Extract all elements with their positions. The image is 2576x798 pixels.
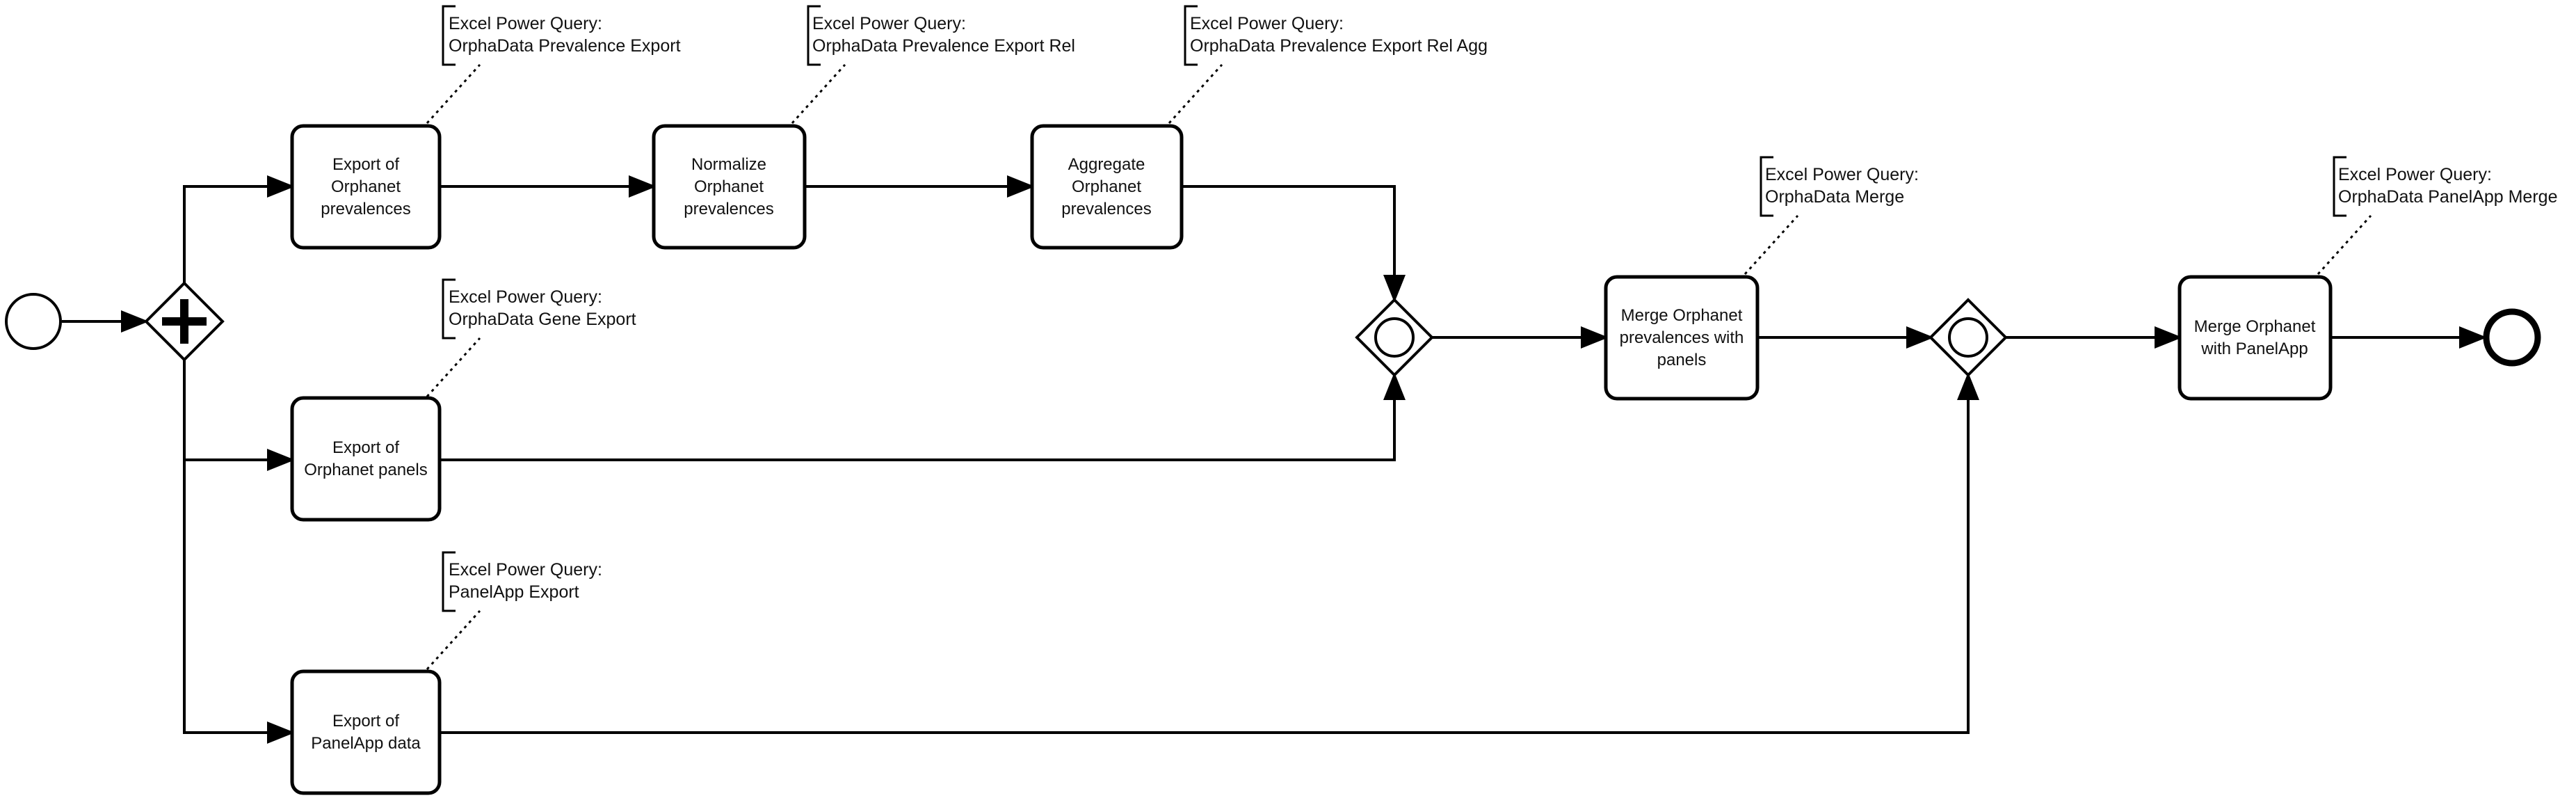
start-event[interactable]: [5, 293, 62, 350]
task-label-line: Orphanet panels: [304, 461, 427, 479]
text-annotation: Excel Power Query: OrphaData Merge: [1760, 156, 1919, 217]
text-annotation: Excel Power Query: OrphaData Prevalence …: [807, 5, 1075, 66]
annotation-bracket: [807, 5, 821, 66]
plus-icon: [162, 299, 207, 344]
task-label-line: Normalize: [691, 155, 766, 174]
text-annotation: Excel Power Query: OrphaData Gene Export: [442, 278, 636, 340]
inclusive-gateway-join-2[interactable]: [1929, 298, 2008, 377]
text-annotation: Excel Power Query: OrphaData Prevalence …: [442, 5, 681, 66]
sequence-flows: [62, 175, 2487, 744]
inclusive-gateway-join[interactable]: [1355, 298, 1434, 377]
annotation-bracket: [1760, 156, 1773, 217]
end-event[interactable]: [2483, 308, 2541, 367]
association-a7: [2317, 214, 2372, 276]
annotation-bracket: [442, 551, 456, 612]
task-label-line: Orphanet: [331, 177, 401, 196]
gateway-diamond: [1355, 298, 1434, 377]
annotation-line: Excel Power Query:: [1190, 14, 1344, 33]
task-label-line: Aggregate: [1068, 155, 1145, 174]
task-box: [1604, 275, 1760, 401]
annotation-line: Excel Power Query:: [1765, 165, 1919, 184]
text-annotation: Excel Power Query: OrphaData Prevalence …: [1184, 5, 1488, 66]
gateway-diamond: [1929, 298, 2008, 377]
flow-panels-to-join[interactable]: [440, 372, 1406, 461]
text-annotation: Excel Power Query: OrphaData PanelApp Me…: [2333, 156, 2557, 217]
task-merge-orphanet-with-panelapp[interactable]: Merge Orphanet with PanelApp: [2177, 275, 2333, 401]
task-label-line: Export of: [332, 438, 399, 457]
association-a4: [426, 337, 481, 398]
annotation-line: OrphaData Merge: [1765, 187, 1904, 207]
annotation-bracket: [442, 5, 456, 66]
task-label-line: Merge Orphanet: [1621, 306, 1743, 325]
annotation-line: PanelApp Export: [449, 582, 579, 602]
task-label-line: Merge Orphanet: [2194, 317, 2316, 336]
task-label-line: with PanelApp: [2200, 340, 2308, 358]
parallel-gateway-split[interactable]: [144, 281, 225, 362]
annotation-bracket: [442, 278, 456, 340]
task-normalize-orphanet-prevalences[interactable]: Normalize Orphanet prevalences: [652, 124, 807, 250]
task-label-line: Export of: [332, 712, 399, 731]
flow-aggregate-to-join[interactable]: [1182, 185, 1406, 303]
task-aggregate-orphanet-prevalences[interactable]: Aggregate Orphanet prevalences: [1030, 124, 1184, 250]
task-label-line: prevalences: [684, 200, 773, 218]
task-box: [290, 669, 442, 795]
annotation-line: OrphaData Prevalence Export: [449, 36, 681, 56]
task-box: [290, 124, 442, 250]
annotation-bracket: [2333, 156, 2346, 217]
annotation-line: Excel Power Query:: [449, 287, 602, 307]
flow-split-to-export-prevalences[interactable]: [183, 175, 295, 283]
annotation-line: Excel Power Query:: [449, 14, 602, 33]
association-a5: [426, 609, 481, 671]
task-box: [1030, 124, 1184, 250]
association-a1: [426, 63, 481, 125]
task-label-line: Orphanet: [694, 177, 764, 196]
annotation-bracket: [1184, 5, 1198, 66]
circle-icon: [1374, 317, 1415, 358]
annotation-line: OrphaData Gene Export: [449, 310, 636, 329]
flow-split-to-export-panels[interactable]: [183, 360, 295, 471]
association-a3: [1168, 63, 1223, 125]
annotation-line: OrphaData PanelApp Merge: [2338, 187, 2557, 207]
annotation-line: Excel Power Query:: [2338, 165, 2492, 184]
text-annotation: Excel Power Query: PanelApp Export: [442, 551, 602, 612]
task-label-line: Export of: [332, 155, 399, 174]
annotation-line: OrphaData Prevalence Export Rel Agg: [1190, 36, 1488, 56]
task-box: [290, 396, 442, 522]
annotation-line: Excel Power Query:: [449, 560, 602, 580]
annotation-line: Excel Power Query:: [812, 14, 966, 33]
flow-split-to-export-panelapp[interactable]: [183, 460, 295, 744]
flow-panelapp-to-join2[interactable]: [440, 372, 1979, 734]
task-label-line: Orphanet: [1072, 177, 1141, 196]
task-export-orphanet-prevalences[interactable]: Export of Orphanet prevalences: [290, 124, 442, 250]
task-merge-prevalences-with-panels[interactable]: Merge Orphanet prevalences with panels: [1604, 275, 1760, 401]
association-a2: [791, 63, 846, 125]
task-label-line: prevalences with: [1620, 328, 1744, 347]
task-export-panelapp-data[interactable]: Export of PanelApp data: [290, 669, 442, 795]
task-label-line: prevalences: [1061, 200, 1151, 218]
annotation-line: OrphaData Prevalence Export Rel: [812, 36, 1075, 56]
task-export-orphanet-panels[interactable]: Export of Orphanet panels: [290, 396, 442, 522]
association-a6: [1744, 214, 1799, 276]
circle-icon: [1948, 317, 1988, 358]
task-box: [652, 124, 807, 250]
task-label-line: prevalences: [321, 200, 410, 218]
task-label-line: panels: [1657, 351, 1707, 369]
task-label-line: PanelApp data: [311, 734, 421, 753]
task-box: [2177, 275, 2333, 401]
